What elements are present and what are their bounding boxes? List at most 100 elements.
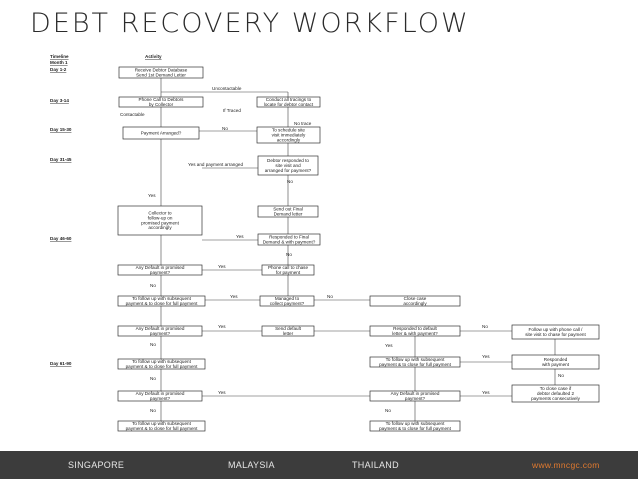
flow-node-text: payment?	[405, 396, 426, 401]
flow-connectors	[160, 78, 556, 421]
flow-node-box	[117, 325, 203, 337]
flow-edge-label: Yes	[148, 193, 156, 198]
flow-node-text: arranged for payment?	[265, 168, 312, 173]
flow-node-box	[117, 264, 203, 276]
flow-node-text: Send 1st Demand Letter	[136, 72, 186, 77]
flow-node-box	[261, 325, 315, 337]
timeline-day-label: Day 31-45	[50, 157, 72, 162]
flow-node-text: payment?	[150, 270, 171, 275]
flow-node-text: payment & to close for full payment	[126, 426, 198, 431]
footer-country-thailand: THAILAND	[352, 460, 399, 470]
flow-node-text: for payment	[276, 270, 301, 275]
timeline-day-label: Day 3-14	[50, 98, 69, 103]
flow-node-box	[369, 420, 461, 432]
flow-node-box	[257, 205, 319, 218]
flow-node-text: Demand letter	[274, 211, 303, 216]
footer-bar: SINGAPORE MALAYSIA THAILAND www.mncgc.co…	[0, 451, 638, 479]
flow-node-box	[117, 295, 206, 307]
flow-edge-label: Contactable	[120, 112, 145, 117]
month-header: Month 1	[50, 60, 68, 65]
timeline-day-label: Day 15-30	[50, 127, 72, 132]
flow-node-text: site visit and	[275, 163, 301, 168]
flow-node-text: accordingly	[403, 301, 427, 306]
flow-edge-label: No	[558, 373, 564, 378]
flow-node-box	[117, 205, 203, 236]
flow-node-b18: Follow up with phone call /site visit to…	[511, 324, 600, 340]
flow-node-text: Follow up with phone call /	[529, 327, 584, 332]
footer-country-singapore: SINGAPORE	[68, 460, 125, 470]
flow-edge-label: Yes	[385, 343, 393, 348]
flow-node-text: payment?	[150, 396, 171, 401]
flow-node-text: letter	[283, 331, 294, 336]
flow-edge-label: No	[150, 376, 156, 381]
flow-edge-label: Yes	[482, 390, 490, 395]
flow-node-box	[369, 325, 461, 337]
flow-node-text: payment & to close for full payment	[379, 362, 451, 367]
flow-node-text: payment & to close for full payment	[379, 426, 451, 431]
flow-node-text: Payment Arranged?	[141, 130, 182, 135]
flow-node-b4: Payment Arranged?	[122, 126, 200, 140]
flow-node-box	[369, 295, 461, 307]
flow-node-text: follow-up on	[148, 215, 173, 220]
timeline-day-label: Day 46-60	[50, 236, 72, 241]
flow-node-box	[511, 324, 600, 340]
timeline-header: Timeline	[50, 54, 69, 59]
flow-edge-label: No trace	[294, 121, 312, 126]
flow-node-text: To follow up with subsequent	[386, 357, 445, 362]
flow-node-text: To follow up with subsequent	[132, 359, 191, 364]
flow-node-text: Debtor responded to	[267, 158, 309, 163]
flow-node-box	[259, 295, 315, 307]
flow-edge-label: No	[150, 408, 156, 413]
flow-node-box	[117, 420, 206, 432]
flow-node-text: Responded to Final	[269, 234, 309, 239]
flow-edge-label: No	[327, 294, 333, 299]
flow-node-text: visit immediately	[272, 132, 306, 137]
footer-country-malaysia: MALAYSIA	[228, 460, 275, 470]
flow-node-box	[257, 155, 319, 176]
flow-node-text: Any Default in promised	[136, 391, 185, 396]
flow-node-text: Send out Final	[273, 206, 303, 211]
slide-title: DEBT RECOVERY WORKFLOW	[30, 8, 470, 39]
flow-node-text: To schedule site	[272, 127, 305, 132]
flow-node-text: payment?	[150, 331, 171, 336]
flow-node-box	[369, 356, 461, 368]
flow-node-text: Responded	[544, 357, 568, 362]
flow-edge-label: No	[286, 252, 292, 257]
footer-website-link[interactable]: www.mncgc.com	[532, 460, 600, 470]
flow-node-text: Close case	[404, 296, 427, 301]
flow-node-text: payment & to close for full payment	[126, 364, 198, 369]
flow-node-text: To follow up with subsequent	[386, 421, 445, 426]
flow-node-text: To follow up with subsequent	[132, 421, 191, 426]
flow-edge-label: Yes	[218, 264, 226, 269]
flow-node-box	[256, 126, 321, 144]
flow-node-text: promised payment	[141, 220, 180, 225]
flow-node-text: Phone call to chase	[268, 265, 309, 270]
flow-node-text: Send default	[275, 326, 302, 331]
flow-node-text: Any Default in promised	[136, 326, 185, 331]
flow-node-text: Demand & with payment?	[263, 239, 316, 244]
flow-node-text: Phone Call to Debtors	[139, 97, 185, 102]
flow-node-text: payment & to close for full payment	[126, 301, 198, 306]
flow-edge-label: No	[150, 283, 156, 288]
flow-edge-label: No	[222, 126, 228, 131]
flow-node-box	[117, 390, 203, 402]
flow-edge-label: No	[150, 342, 156, 347]
flow-edge-label: If Traced	[223, 108, 241, 113]
